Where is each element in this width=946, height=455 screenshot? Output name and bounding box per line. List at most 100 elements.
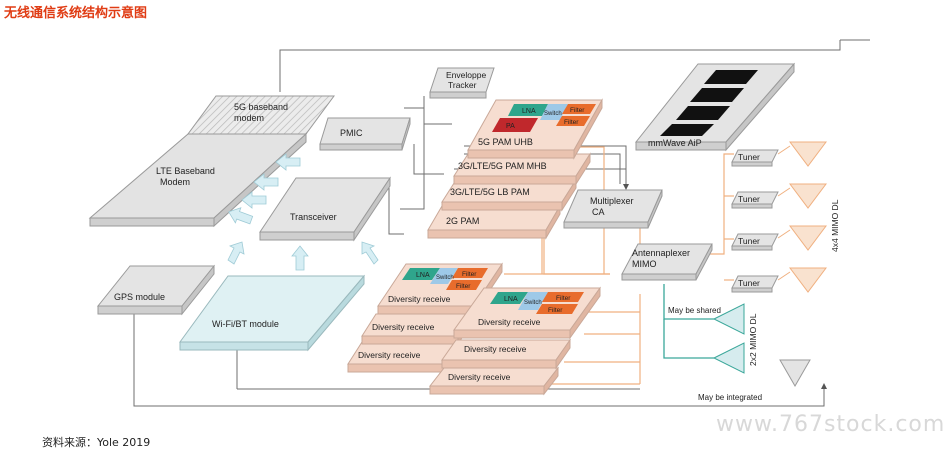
pmic-label: PMIC: [340, 128, 363, 138]
filter-chip-div-right: [542, 292, 584, 302]
pam-5g-uhb-label: 5G PAM UHB: [478, 137, 533, 147]
wifi-bt-module-block[interactable]: Wi-Fi/BT module: [179, 274, 366, 352]
arrow-up-left-icon: [227, 241, 245, 265]
antennaplexer-label: Antennaplexer MIMO: [632, 248, 693, 269]
filter-div-right-label: Filter: [556, 295, 571, 302]
multiplexer-label: Multiplexer CA: [590, 196, 636, 217]
pam-lb-block[interactable]: 3G/LTE/5G LB PAM: [441, 178, 577, 212]
lte-baseband-label: LTE Baseband Modem: [156, 166, 217, 187]
diversity-right-3-label: Diversity receive: [448, 372, 511, 382]
switch-chip-div-left: [430, 268, 458, 284]
lna-chip-div-left: [402, 268, 440, 280]
arrow-left-4-icon: [228, 207, 254, 225]
wifi-bt-label: Wi-Fi/BT module: [212, 319, 279, 329]
integrated-antenna-icon: [779, 359, 811, 388]
arrow-left-1-icon: [275, 153, 301, 171]
multiplexer-block[interactable]: Multiplexer CA: [563, 189, 663, 229]
diversity-left-1-label: Diversity receive: [388, 294, 451, 304]
arrow-up-transceiver-icon: [291, 245, 309, 271]
diagram-canvas: 5G baseband modem LTE Baseband Modem PMI…: [44, 34, 870, 430]
antenna-2x2-2-icon: [712, 342, 745, 374]
lte-baseband-line-1: LTE Baseband: [156, 166, 215, 176]
diversity-receive-right-2[interactable]: Diversity receive: [441, 338, 571, 370]
antenna-4x4-4-icon: [789, 267, 827, 293]
transceiver-label: Transceiver: [290, 212, 337, 222]
tuner-3-label: Tuner: [738, 236, 760, 246]
pa-label: PA: [506, 123, 515, 130]
data-flow-arrows: [227, 153, 379, 271]
antennaplexer-line-2: MIMO: [632, 259, 657, 269]
transceiver-block[interactable]: Transceiver: [259, 176, 391, 242]
tuner-3[interactable]: Tuner: [731, 233, 779, 251]
pam-mhb-block[interactable]: 3G/LTE/5G PAM MHB: [453, 152, 591, 186]
switch-div-right-label: Switch: [524, 300, 542, 306]
tuner-1[interactable]: Tuner: [731, 149, 779, 167]
antenna-patch-4: [660, 124, 714, 136]
antenna-4x4-1-icon: [789, 141, 827, 167]
baseband-5g-line-1: 5G baseband: [234, 102, 288, 112]
diversity-right-1-label: Diversity receive: [478, 317, 541, 327]
filter-div-left-label-2: Filter: [456, 283, 471, 290]
filter-chip-div-right-2: [536, 304, 578, 314]
antenna-2x2-1-icon: [712, 303, 745, 335]
diversity-right-2-label: Diversity receive: [464, 344, 527, 354]
baseband-5g-block[interactable]: 5G baseband modem: [187, 95, 335, 135]
baseband-5g-line-2: modem: [234, 113, 264, 123]
antenna-triangles-4x4: [789, 141, 827, 293]
diversity-receive-right-3[interactable]: Diversity receive: [428, 366, 560, 396]
filter-chip-2: [556, 116, 590, 126]
diversity-left-3-label: Diversity receive: [358, 350, 421, 360]
baseband-5g-label: 5G baseband modem: [234, 102, 291, 123]
source-citation: 资料来源：Yole 2019: [42, 436, 151, 449]
antenna-4x4-3-icon: [789, 225, 827, 251]
switch-chip: [540, 104, 568, 120]
pam-lb-label: 3G/LTE/5G LB PAM: [450, 187, 530, 197]
antenna-4x4-2-icon: [789, 183, 827, 209]
antenna-patch-3: [676, 106, 730, 120]
arrow-up-right-icon: [361, 241, 379, 265]
lna-label: LNA: [522, 108, 536, 115]
page-title: 无线通信系统结构示意图: [4, 6, 148, 21]
switch-chip-div-right: [518, 292, 548, 310]
multiplexer-line-2: CA: [592, 207, 605, 217]
mmwave-aip-block[interactable]: mmWave AiP: [634, 62, 796, 152]
lna-div-left-label: LNA: [416, 272, 430, 279]
mimo-4x4-label: 4x4 MIMO DL: [830, 199, 840, 252]
tuner-2-label: Tuner: [738, 194, 760, 204]
multiplexer-line-1: Multiplexer: [590, 196, 634, 206]
antennaplexer-block[interactable]: Antennaplexer MIMO: [621, 243, 713, 281]
switch-label: Switch: [544, 111, 562, 117]
filter-label-2: Filter: [564, 119, 579, 126]
filter-div-right-label-2: Filter: [548, 307, 563, 314]
filter-div-left-label: Filter: [462, 271, 477, 278]
may-be-integrated-label: May be integrated: [698, 393, 762, 402]
pa-chip: [492, 118, 538, 132]
antenna-patch-1: [704, 70, 758, 84]
envelope-tracker-block[interactable]: Enveloppe Tracker: [429, 67, 495, 99]
pam-5g-uhb-block[interactable]: LNA Switch Filter Filter PA 5G PAM UHB: [467, 98, 603, 160]
pam-2g-label: 2G PAM: [446, 216, 479, 226]
lte-baseband-line-2: Modem: [160, 177, 190, 187]
diversity-left-2-label: Diversity receive: [372, 322, 435, 332]
filter-chip-div-left-2: [446, 280, 482, 290]
antenna-links-4x4: [777, 145, 791, 281]
gps-module-block[interactable]: GPS module: [96, 264, 216, 316]
mimo-2x2-label: 2x2 MIMO DL: [748, 313, 758, 366]
tuner-1-label: Tuner: [738, 152, 760, 162]
arrow-left-3-icon: [241, 191, 267, 209]
antenna-patch-2: [690, 88, 744, 102]
pmic-block[interactable]: PMIC: [319, 117, 411, 151]
tuner-4[interactable]: Tuner: [731, 275, 779, 293]
antennaplexer-line-1: Antennaplexer: [632, 248, 690, 258]
pam-2g-block[interactable]: 2G PAM: [427, 204, 561, 240]
diversity-receive-right-1[interactable]: LNA Switch Filter Filter Diversity recei…: [453, 286, 601, 340]
watermark: www.767stock.com: [716, 412, 946, 437]
filter-label: Filter: [570, 107, 585, 114]
filter-chip-div-left: [452, 268, 488, 278]
lna-div-right-label: LNA: [504, 296, 518, 303]
envelope-tracker-line-1: Enveloppe: [446, 70, 486, 80]
lna-chip: [508, 104, 548, 116]
envelope-tracker-label: Enveloppe Tracker: [446, 70, 489, 90]
tuner-2[interactable]: Tuner: [731, 191, 779, 209]
lna-chip-div-right: [490, 292, 528, 304]
